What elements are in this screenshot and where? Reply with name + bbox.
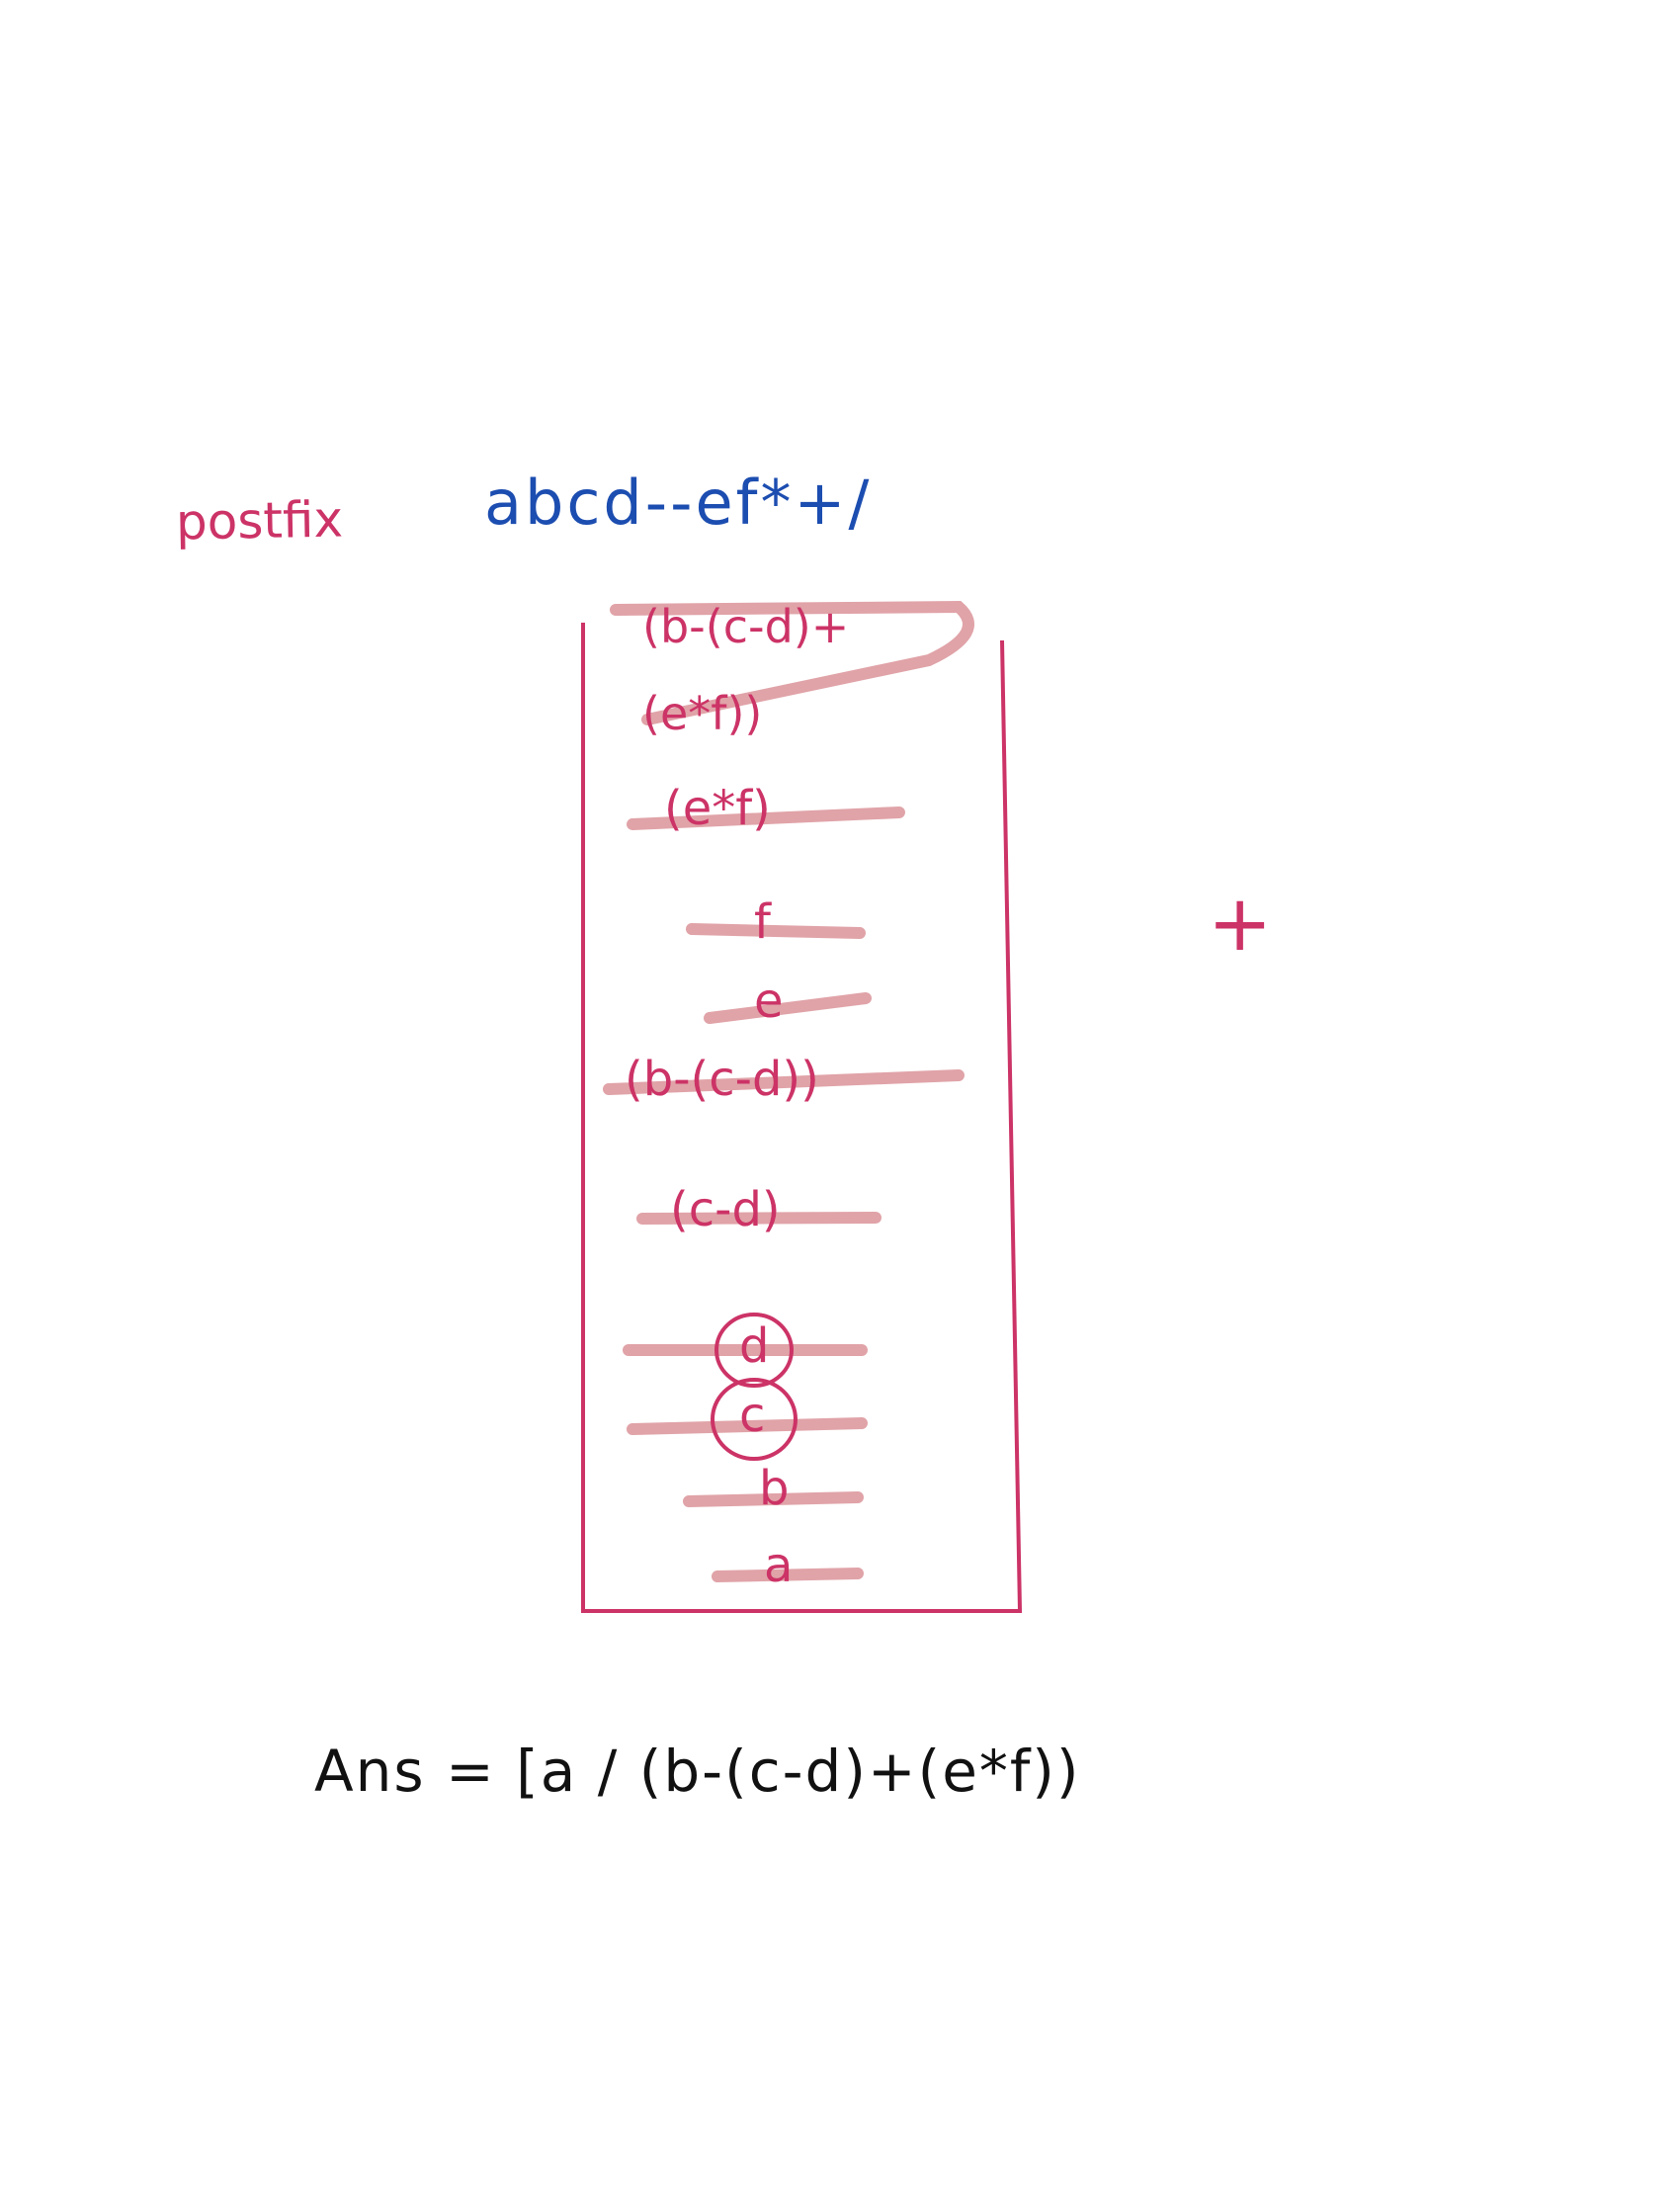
stack-item-e-times-f: (e*f) [664, 781, 771, 836]
stack-item-c-minus-d: (c-d) [670, 1182, 781, 1237]
stack-item-c: c [739, 1388, 766, 1443]
stack-item-b-minus-c-minus-d: (b-(c-d)) [625, 1052, 819, 1107]
circle-d [714, 1313, 794, 1388]
strike-line [712, 1568, 864, 1582]
stack-item-combined: (b-(c-d)+(e*f)) [642, 600, 850, 740]
pending-plus-operator: + [1208, 880, 1273, 969]
strike-line [627, 1417, 868, 1435]
strike-line [704, 992, 872, 1024]
stack-item-b: b [759, 1461, 790, 1516]
strike-line [603, 1069, 965, 1095]
strike-line [683, 1491, 864, 1507]
stack-outline [581, 623, 1023, 1613]
stack-item-d: d [739, 1318, 770, 1374]
strike-line [686, 923, 866, 939]
strike-line [627, 806, 905, 830]
strike-line [610, 600, 974, 725]
postfix-expression: abcd--ef*+/ [484, 467, 873, 539]
answer-expression: Ans = [a / (b-(c-d)+(e*f)) [314, 1738, 1081, 1805]
strike-line [636, 1212, 882, 1225]
stack-item-a: a [764, 1538, 794, 1593]
stack-item-e: e [754, 974, 784, 1029]
circle-c [711, 1378, 798, 1461]
stack-item-f: f [754, 894, 771, 950]
